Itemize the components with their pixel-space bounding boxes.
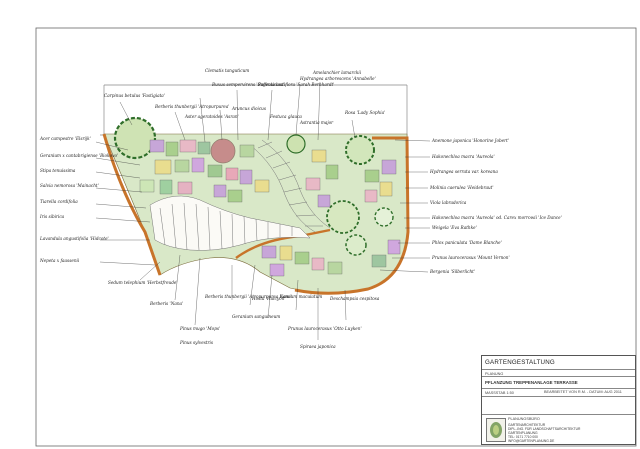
drawing-title: GARTENGESTALTUNG <box>485 359 555 366</box>
plant-label: Salvia nemorosa 'Mainacht' <box>40 183 99 188</box>
plant-label: Lamium maculatum <box>279 294 322 299</box>
company-name: PLANUNGSBÜRO <box>508 416 540 421</box>
plant-label: Buxus sempervirens 'Suffruticosa' <box>211 82 285 87</box>
leader-lines <box>95 81 431 340</box>
staircase <box>149 139 331 251</box>
plant-label: Clematis tanguticum <box>205 68 249 73</box>
date-info: BEARBEITET VON R.M. - DATUM: AUG 2011 <box>544 390 622 394</box>
office-line: GARTENPLANUNG <box>508 431 538 436</box>
plant-label: Berberis 'Nana' <box>149 301 183 306</box>
plant-label: Iris sibirica <box>39 214 65 219</box>
plant-label: Spiraea japonica <box>300 344 336 349</box>
plant-label: Prunus laurocerasus 'Mount Vernon' <box>431 255 510 260</box>
plant-label: Hakonechloa macra 'Aureola' od. Carex mo… <box>431 215 562 220</box>
plant-label: Sedum telephium 'Herbstfreude' <box>108 280 178 285</box>
title-row: GARTENGESTALTUNG <box>482 356 635 370</box>
project-row: PFLANZUNG TREPPENANLAGE TERRASSE <box>482 377 635 389</box>
office-line: GARTENARCHITEKTUR <box>508 423 546 427</box>
plant-label: Rosa 'Lady Sophia' <box>344 110 385 115</box>
plant-label: Lavandula angustifolia 'Hidcote' <box>39 236 109 241</box>
plant-label: Amelanchier lamarckii <box>312 70 362 75</box>
sheet-border <box>35 27 637 447</box>
plant-label: Geranium x cantabrigiense 'Biokovo' <box>40 153 118 158</box>
plant-label: Viola labradorica <box>430 200 467 205</box>
company-area: PLANUNGSBÜRO <box>482 414 635 421</box>
plant-label: Hosta 'Halcyon' <box>251 296 286 301</box>
plant-label: Festuca glauca <box>269 114 302 119</box>
plant-label: Weigela 'Eva Rathke' <box>432 225 477 230</box>
perennial-patches <box>139 139 401 277</box>
plant-label: Paeonia lactiflora 'Sarah Bernhardt' <box>257 82 334 87</box>
plant-label: Anemone japonica 'Honorine Jobert' <box>431 138 509 143</box>
plant-label: Hakonechloa macra 'Aureola' <box>431 154 495 159</box>
client-row: PLANUNG <box>482 370 635 377</box>
office-line: DIPL.-ING. FÜR LANDSCHAFTSARCHITEKTUR <box>508 427 581 432</box>
plant-label: Bergenia 'Silberlicht' <box>429 269 475 274</box>
plant-label: Phlox paniculata 'Dame Blanche' <box>431 240 502 245</box>
plant-label: Acer campestre 'Elsrijk' <box>39 136 91 141</box>
plant-labels: Carpinus betulus 'Fastigiata' Berberis t… <box>39 68 562 349</box>
office-details: GARTENARCHITEKTUR DIPL.-ING. FÜR LANDSCH… <box>508 417 580 443</box>
plant-label: Hydrangea arborescens 'Annabelle' <box>299 76 376 81</box>
plant-label: Berberis thunbergii 'Atropurpurea Nana' <box>204 294 292 299</box>
plant-label: Molinia caerulea 'Heidebraut' <box>429 185 494 190</box>
plant-label: Pinus mugo 'Mops' <box>179 326 220 331</box>
company-logo <box>486 418 506 442</box>
plant-label: Nepeta x faassenii <box>39 258 80 263</box>
plant-label: Aruncus dioicus <box>231 106 266 111</box>
project-name: PFLANZUNG TREPPENANLAGE TERRASSE <box>485 379 578 385</box>
office-line: TEL: 0171 7710 000 <box>508 435 538 440</box>
plant-label: Hydrangea serrata var. koreana <box>429 169 498 174</box>
title-block: GARTENGESTALTUNG PLANUNG PFLANZUNG TREPP… <box>481 355 636 445</box>
plant-label: Astrantia major <box>299 120 334 125</box>
plant-label: Tiarella cordifolia <box>40 199 78 204</box>
client-label: PLANUNG <box>485 371 504 376</box>
scale-row: MASSSTAB 1:50 BEARBEITET VON R.M. - DATU… <box>482 389 635 397</box>
plant-label: Berberis thunbergii 'Atropurpurea' <box>154 104 229 109</box>
scale-label: MASSSTAB 1:50 <box>485 391 514 395</box>
plant-label: Carpinus betulus 'Fastigiata' <box>104 93 165 98</box>
plant-label: Geranium sanguineum <box>232 314 280 319</box>
plant-label: Prunus laurocerasus 'Otto Luyken' <box>287 326 362 331</box>
plant-label: Deschampsia cespitosa <box>329 296 380 301</box>
plant-label: Pinus sylvestris <box>179 340 213 345</box>
blank-row <box>482 397 635 414</box>
plant-label: Aster ageratoides 'Asran' <box>184 114 239 119</box>
tree-symbols <box>113 116 394 256</box>
office-line: INFO@GARTENPLANUNG.DE <box>508 439 555 444</box>
plant-label: Stipa tenuissima <box>40 168 76 173</box>
